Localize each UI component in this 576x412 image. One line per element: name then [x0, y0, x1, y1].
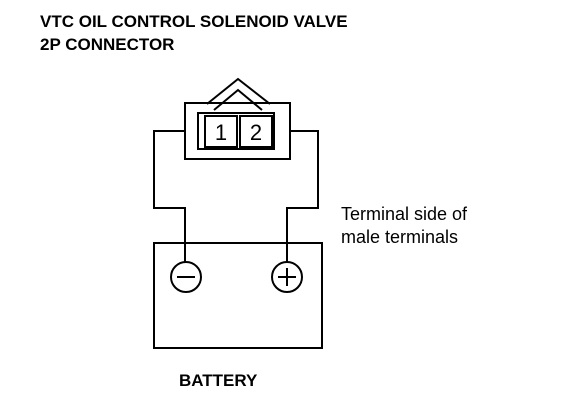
note-line-1: Terminal side of	[341, 204, 468, 224]
battery-body	[153, 242, 323, 349]
connector-lock-tab	[206, 77, 271, 105]
wire-pin-1-to-negative	[153, 130, 186, 262]
connector	[184, 77, 291, 160]
connector-cavity-frame	[197, 112, 275, 150]
connector-pin-1-cell	[204, 115, 238, 148]
connector-pin-2-label: 2	[250, 120, 262, 145]
battery-positive-terminal	[271, 261, 303, 293]
connector-pin-2-cell	[239, 115, 273, 148]
battery-label: BATTERY	[179, 371, 258, 390]
wire-pin-2-to-positive	[286, 130, 319, 262]
diagram-title-line-2: 2P CONNECTOR	[40, 35, 174, 54]
diagram-title-line-1: VTC OIL CONTROL SOLENOID VALVE	[40, 12, 348, 31]
battery-negative-terminal	[170, 261, 202, 293]
connector-pin-1-label: 1	[215, 120, 227, 145]
battery	[153, 242, 323, 349]
wires	[153, 130, 319, 262]
note-line-2: male terminals	[341, 227, 458, 247]
